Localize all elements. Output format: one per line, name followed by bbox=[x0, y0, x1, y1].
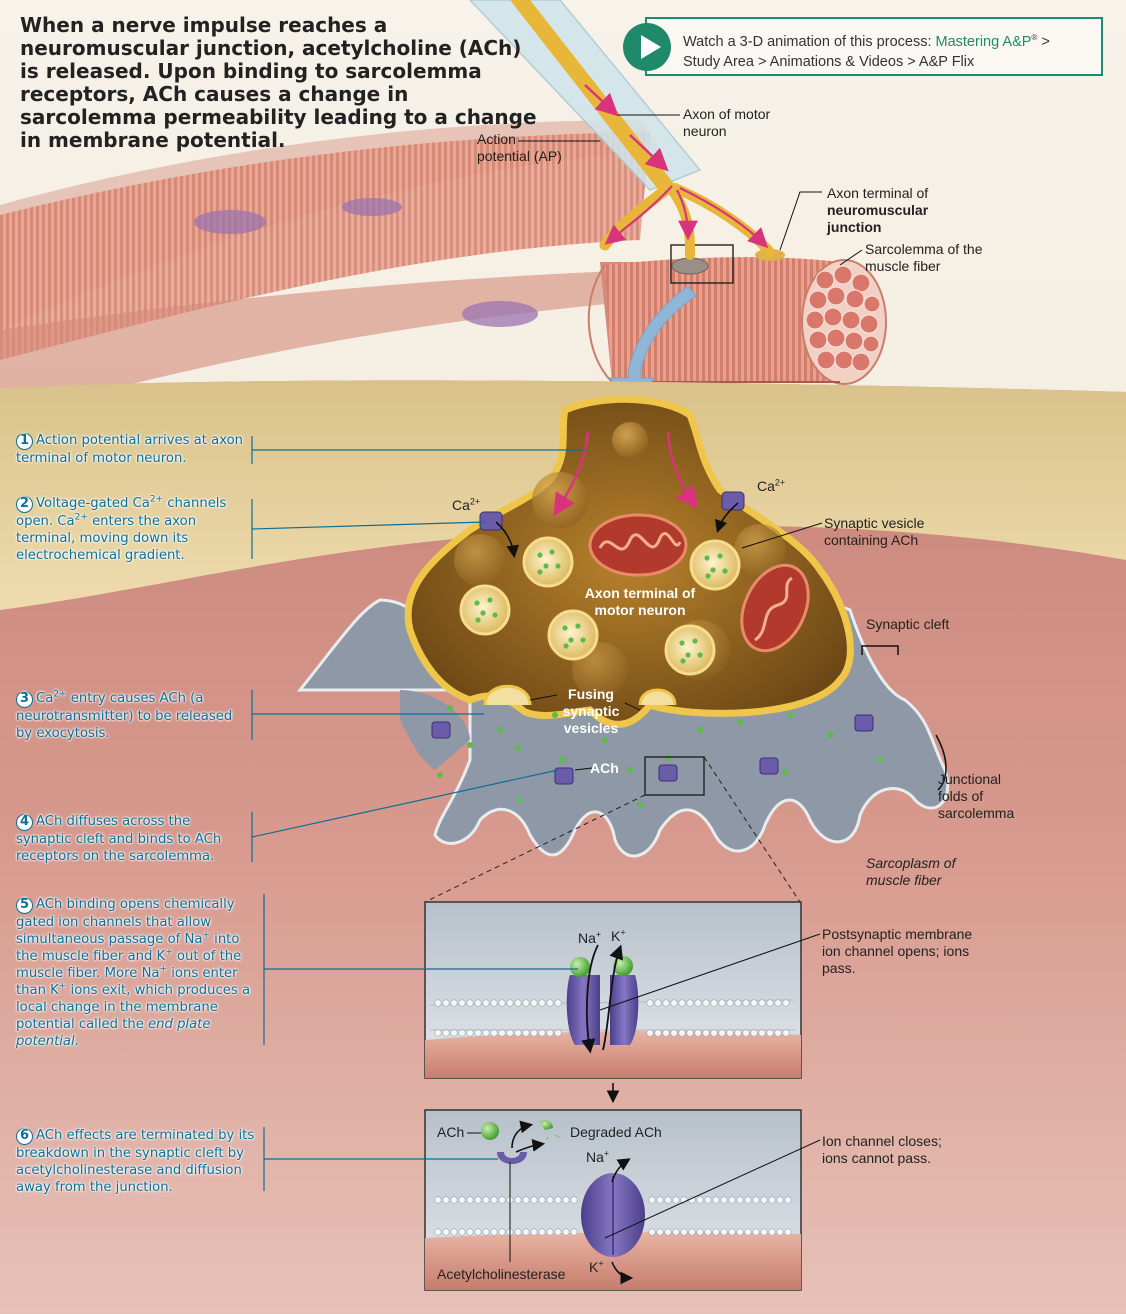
step-number: 5 bbox=[16, 897, 33, 914]
step-number: 6 bbox=[16, 1128, 33, 1145]
step-number: 2 bbox=[16, 496, 33, 513]
ca-right-label: Ca2+ bbox=[757, 477, 786, 494]
figure-title: When a nerve impulse reaches a neuromusc… bbox=[20, 13, 537, 152]
motor-neuron-axon bbox=[468, 0, 775, 260]
axon-label: Axon of motor neuron bbox=[683, 106, 771, 139]
ach-bottom-label: ACh bbox=[437, 1124, 465, 1140]
ach-label: ACh bbox=[590, 760, 619, 776]
panel-channel-closed bbox=[424, 1109, 802, 1291]
synaptic-vesicle-label: Synaptic vesicle containing ACh bbox=[824, 515, 925, 548]
animation-link-text[interactable]: Watch a 3-D animation of this process: M… bbox=[683, 33, 1050, 70]
synaptic-cleft-label: Synaptic cleft bbox=[866, 616, 950, 632]
muscle-fiber-cylinder bbox=[587, 244, 887, 385]
panel-channel-open bbox=[424, 901, 802, 1079]
degraded-ach-label: Degraded ACh bbox=[570, 1124, 662, 1140]
sarcolemma-label: Sarcolemma of the muscle fiber bbox=[865, 241, 983, 274]
acetylcholinesterase-label: Acetylcholinesterase bbox=[437, 1266, 566, 1282]
k-top-label: K+ bbox=[611, 927, 626, 944]
step-number: 3 bbox=[16, 691, 33, 708]
step-number: 4 bbox=[16, 814, 33, 831]
k-bottom-label: K+ bbox=[589, 1258, 604, 1275]
na-bottom-label: Na+ bbox=[586, 1148, 610, 1165]
ca-left-label: Ca2+ bbox=[452, 496, 481, 513]
postsynaptic-label: Postsynaptic membrane ion channel opens;… bbox=[822, 926, 973, 976]
animation-link-box[interactable]: Watch a 3-D animation of this process: M… bbox=[623, 17, 1103, 76]
na-top-label: Na+ bbox=[578, 929, 602, 946]
sarcoplasm-label: Sarcoplasm of muscle fiber bbox=[866, 855, 956, 888]
ion-channel-closes-label: Ion channel closes; ions cannot pass. bbox=[822, 1133, 942, 1166]
play-icon[interactable] bbox=[623, 23, 671, 71]
fusing-vesicles-label: Fusing synaptic vesicles bbox=[562, 686, 620, 736]
junctional-folds-label: Junctional folds of sarcolemma bbox=[938, 771, 1015, 821]
mastering-link[interactable]: Mastering A&P bbox=[935, 33, 1032, 50]
axon-terminal-inner-label: Axon terminal of motor neuron bbox=[584, 585, 696, 618]
axon-terminal bbox=[404, 395, 854, 728]
step-number: 1 bbox=[16, 433, 33, 450]
action-potential-label: Action potential (AP) bbox=[477, 131, 562, 164]
